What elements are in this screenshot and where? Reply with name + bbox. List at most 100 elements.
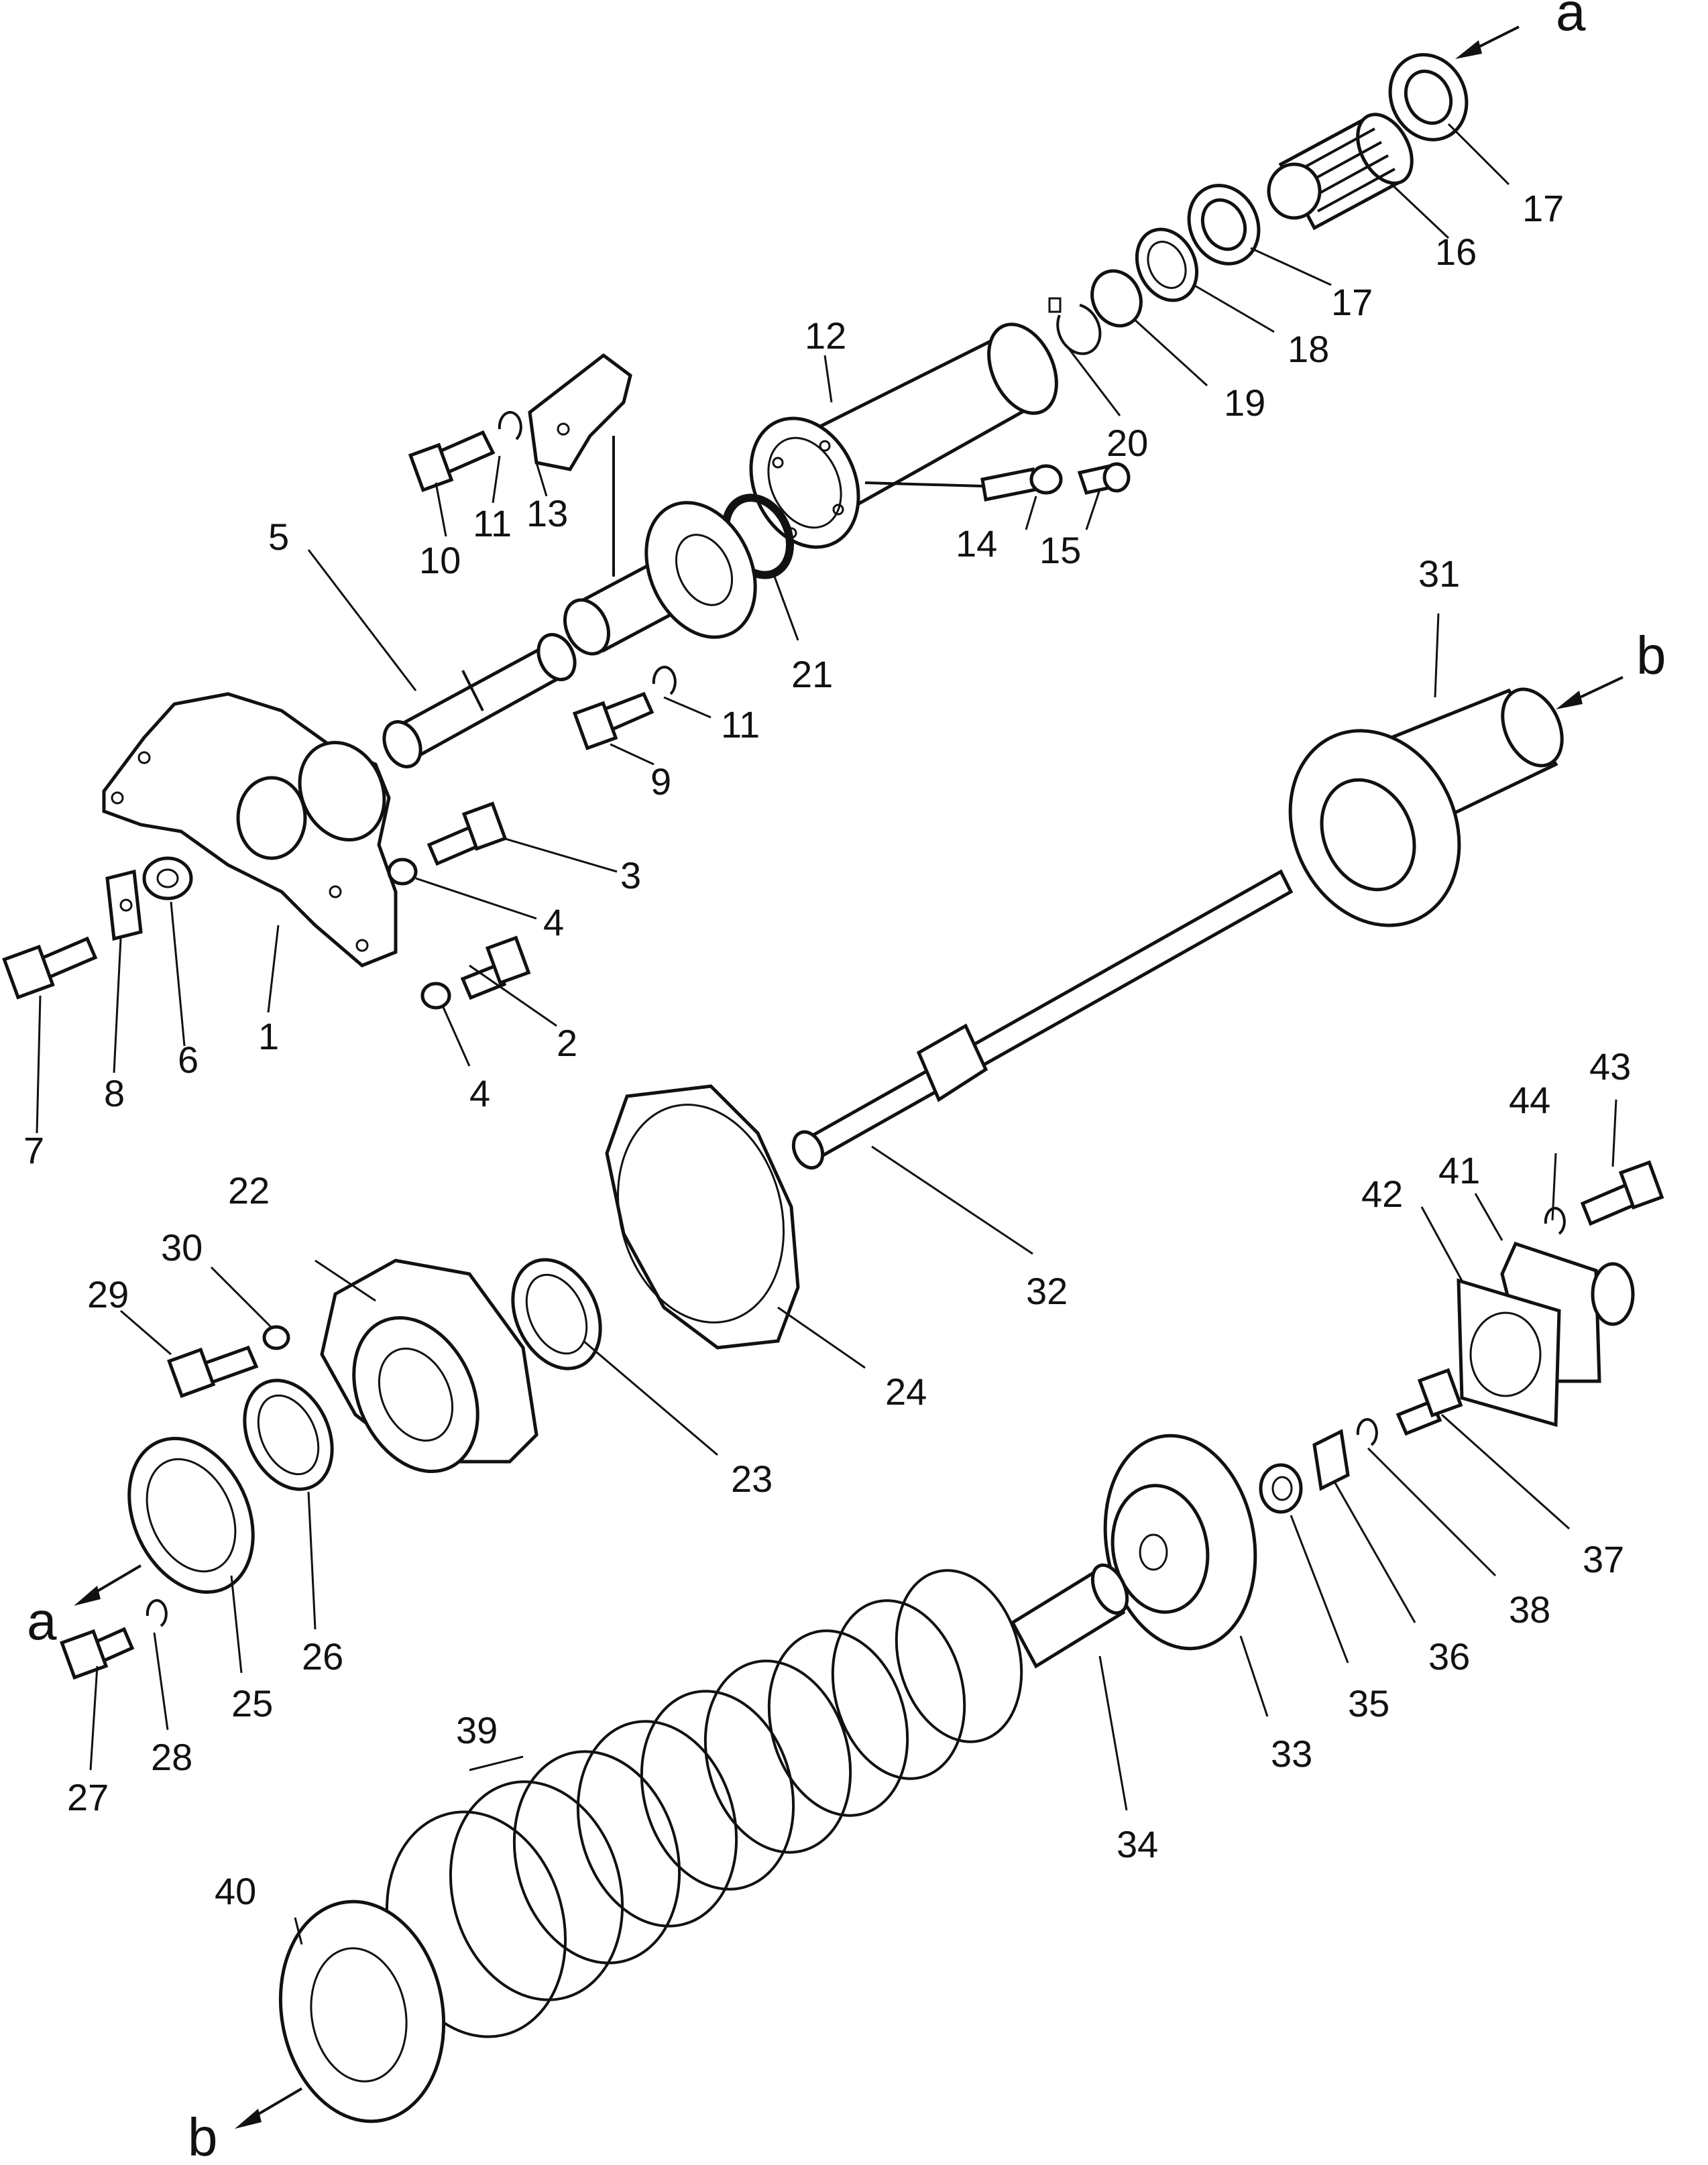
label-part-4: 4 — [469, 1072, 490, 1114]
connector-arrow-a-bottom — [74, 1564, 142, 1606]
part-19-ring — [1090, 269, 1143, 328]
part-37-bolt — [1396, 1368, 1463, 1436]
part-20-snap-ring — [1048, 297, 1102, 355]
label-connector-a-bottom: a — [27, 1591, 57, 1651]
part-31-collar — [1288, 687, 1564, 927]
connector-arrow-a-top — [1455, 25, 1520, 59]
part-30-washer — [262, 1325, 290, 1350]
part-6-washer — [142, 856, 193, 900]
label-part-20: 20 — [1106, 422, 1148, 464]
label-part-19: 19 — [1224, 382, 1265, 424]
label-part-30: 30 — [161, 1226, 203, 1269]
part-11-washer-lower — [652, 665, 677, 695]
label-part-8: 8 — [104, 1072, 125, 1114]
label-part-44: 44 — [1509, 1079, 1550, 1121]
part-39-spring — [385, 1569, 1023, 2038]
label-part-18: 18 — [1288, 328, 1329, 370]
label-part-38: 38 — [1509, 1588, 1550, 1631]
part-8-lock-plate — [105, 869, 143, 941]
part-7-bolt — [2, 936, 98, 1000]
part-11-washer-upper — [498, 410, 522, 441]
label-part-24: 24 — [885, 1370, 927, 1413]
label-part-16: 16 — [1435, 231, 1477, 273]
label-part-10: 10 — [419, 539, 461, 581]
label-part-2: 2 — [557, 1022, 577, 1064]
part-43-bolt — [1580, 1160, 1664, 1226]
label-part-11: 11 — [721, 703, 760, 746]
label-part-23: 23 — [731, 1458, 773, 1500]
label-part-37: 37 — [1583, 1538, 1624, 1580]
part-28-washer — [146, 1599, 168, 1627]
label-part-14: 14 — [956, 522, 997, 565]
part-17-ring-middle — [1187, 184, 1261, 266]
label-part-31: 31 — [1418, 552, 1460, 595]
part-4-washer-lower — [420, 982, 451, 1010]
spindle-with-flange — [563, 501, 757, 656]
label-part-25: 25 — [231, 1682, 273, 1724]
part-9-bolt — [572, 691, 654, 751]
label-part-6: 6 — [178, 1039, 198, 1081]
part-23-bushing — [511, 1258, 602, 1370]
label-part-33: 33 — [1271, 1733, 1312, 1775]
part-38-washer — [1356, 1418, 1378, 1446]
part-32-rod — [791, 869, 1294, 1170]
part-3-bolt — [426, 801, 508, 866]
leader-lines — [36, 123, 1617, 1945]
part-33-spring-seat — [1103, 1433, 1257, 1651]
label-part-27: 27 — [67, 1776, 109, 1818]
label-part-28: 28 — [151, 1736, 192, 1778]
label-part-36: 36 — [1428, 1635, 1470, 1678]
label-part-17: 17 — [1331, 281, 1373, 323]
label-part-5: 5 — [268, 516, 289, 558]
label-part-42: 42 — [1361, 1173, 1403, 1215]
part-15-plug — [1077, 462, 1131, 495]
connector-labels: a a b b — [27, 0, 1666, 2165]
part-2-bolt — [460, 935, 531, 1000]
part-labels: 1 2 3 4 4 5 6 7 8 9 10 11 11 12 13 14 15… — [23, 187, 1631, 1912]
part-4-washer-upper — [387, 858, 418, 886]
part-5-pin — [382, 633, 577, 768]
part-17-ring-top — [1388, 53, 1469, 141]
part-25-cover — [127, 1436, 255, 1594]
label-connector-b-bottom: b — [188, 2107, 218, 2165]
part-40-spring-seat-end — [278, 1899, 446, 2123]
label-part-41: 41 — [1438, 1149, 1480, 1191]
part-44-washer — [1544, 1207, 1566, 1235]
label-part-1: 1 — [258, 1015, 279, 1057]
label-part-43: 43 — [1589, 1045, 1631, 1088]
label-part-22: 22 — [228, 1169, 270, 1212]
label-connector-b-top: b — [1636, 626, 1666, 685]
label-part-34: 34 — [1117, 1823, 1158, 1865]
label-part-12: 12 — [805, 314, 846, 357]
part-42-gasket-plate — [1457, 1278, 1561, 1427]
part-34-shaft — [1010, 1563, 1129, 1669]
connector-arrow-b-bottom — [235, 2087, 303, 2129]
label-part-3: 3 — [620, 854, 641, 896]
label-part-29: 29 — [87, 1273, 129, 1315]
connector-arrow-b-top — [1556, 676, 1624, 709]
label-part-39: 39 — [456, 1709, 498, 1751]
part-13-bracket — [528, 353, 632, 577]
label-part-15: 15 — [1039, 529, 1081, 571]
label-part-13: 13 — [526, 492, 568, 534]
label-part-35: 35 — [1348, 1682, 1389, 1724]
label-part-26: 26 — [302, 1635, 343, 1678]
part-22-housing-plate — [320, 1259, 538, 1474]
label-part-32: 32 — [1026, 1270, 1068, 1312]
label-connector-a-top: a — [1556, 0, 1586, 42]
part-12-cylinder — [749, 323, 1058, 549]
part-29-bolt — [167, 1345, 259, 1399]
part-36-lock-plate — [1312, 1429, 1350, 1491]
label-part-17: 17 — [1522, 187, 1564, 229]
label-part-21: 21 — [791, 653, 833, 695]
part-26-bearing — [243, 1379, 334, 1491]
part-27-bolt — [60, 1627, 135, 1680]
part-24-gasket — [605, 1084, 800, 1350]
part-1-housing — [102, 692, 398, 968]
part-18-seal — [1135, 227, 1199, 302]
part-14-grease-fitting — [864, 464, 1063, 502]
label-part-11: 11 — [473, 502, 512, 544]
label-part-40: 40 — [215, 1870, 256, 1912]
part-10-bolt-upper — [408, 430, 496, 493]
